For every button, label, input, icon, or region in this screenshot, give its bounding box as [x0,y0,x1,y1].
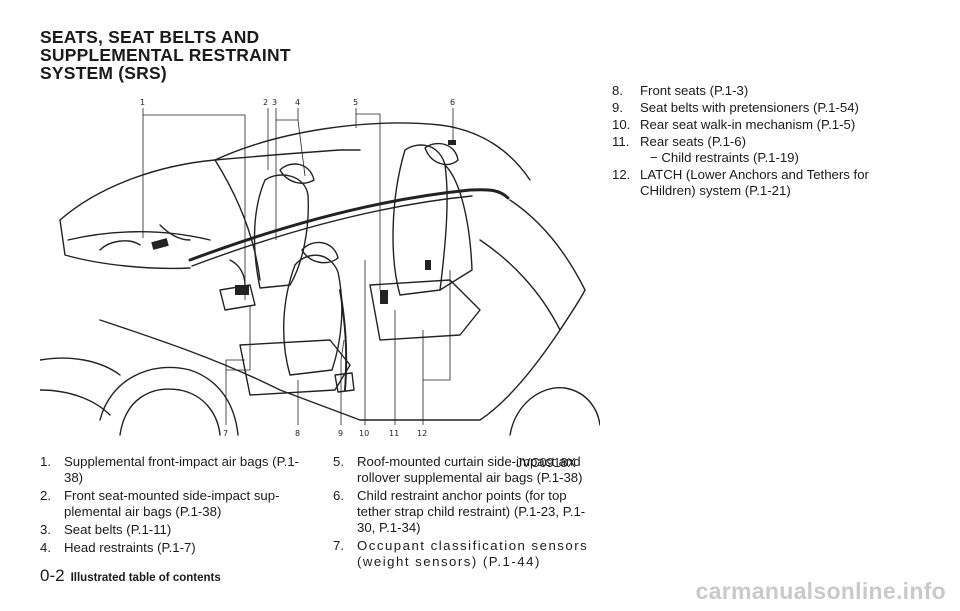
item-number: 12. [612,167,631,182]
callout-10: 10 [359,429,369,438]
section-heading: SEATS, SEAT BELTS AND SUPPLEMENTAL RESTR… [40,28,291,82]
item-text: Rear seats (P.1-6) [640,134,747,149]
list-item: 4. Head restraints (P.1-7) [40,540,302,556]
item-text: Roof-mounted curtain side-impact and rol… [357,454,583,485]
item-number: 7. [333,538,344,553]
item-number: 9. [612,100,623,115]
vehicle-interior-illustration: 1 2 3 4 5 6 7 8 9 10 11 12 [40,90,600,442]
item-number: 11. [612,134,630,149]
rear-wheel-arch [509,387,600,436]
items-list-col1: 1. Supplemental front-impact air bags (P.… [40,454,302,558]
list-item: 6. Child restraint anchor points (for top… [333,488,603,536]
list-item: 5. Roof-mounted curtain side-impact and r… [333,454,603,486]
roof-rail [188,188,510,262]
item-subtext: − Child restraints (P.1-19) [650,150,799,165]
roof-line [214,122,531,181]
callout-6: 6 [450,98,455,107]
callout-11: 11 [389,429,399,438]
items-list-col3: 8. Front seats (P.1-3) 9. Seat belts with … [612,83,912,200]
callout-5: 5 [353,98,358,107]
item-number: 3. [40,522,51,537]
callout-4: 4 [295,98,300,107]
heading-line-1: SEATS, SEAT BELTS AND [40,27,260,47]
item-number: 5. [333,454,344,469]
item-number: 8. [612,83,623,98]
rear-seat-outline [392,144,448,296]
callout-8: 8 [295,429,300,438]
list-item: 10. Rear seat walk-in mechanism (P.1-5) [612,117,912,133]
front-wheel-arch [99,366,239,436]
item-text: Rear seat walk-in mechanism (P.1-5) [640,117,856,132]
heading-line-2: SUPPLEMENTAL RESTRAINT [40,45,291,65]
heading-line-3: SYSTEM (SRS) [40,63,167,83]
page-footer: 0-2 Illustrated table of contents [40,566,221,586]
list-item: 12. LATCH (Lower Anchors and Tethers for … [612,167,912,199]
item-number: 10. [612,117,631,132]
item-text: Seat belts with pretensioners (P.1-54) [640,100,859,115]
callout-7: 7 [223,429,228,438]
list-item: 2. Front seat-mounted side-impact sup-ple… [40,488,302,520]
dashboard-outline [59,149,361,221]
page-number: 0-2 [40,566,65,585]
car-cutaway-drawing: 1 2 3 4 5 6 7 8 9 10 11 12 [40,98,600,438]
watermark: carmanualsonline.info [695,578,946,604]
item-text: LATCH (Lower Anchors and Tethers for CHi… [640,167,869,198]
item-number: 2. [40,488,51,503]
callout-12: 12 [417,429,427,438]
callout-1: 1 [140,98,145,107]
list-item: 8. Front seats (P.1-3) [612,83,912,99]
item-text: Supplemental front-impact air bags (P.1-… [64,454,300,485]
items-list-col2: 5. Roof-mounted curtain side-impact and r… [333,454,603,572]
item-text: Seat belts (P.1-11) [64,522,172,537]
item-text: Child restraint anchor points (for top t… [357,488,586,535]
list-item: 7. Occupant classification sensors (weigh… [333,538,603,570]
callout-2: 2 [263,98,268,107]
item-text: Front seat-mounted side-impact sup-pleme… [64,488,280,519]
callout-9: 9 [338,429,343,438]
front-seat-outline [283,254,343,376]
item-text: Front seats (P.1-3) [640,83,749,98]
footer-title: Illustrated table of contents [70,572,221,584]
list-item: 9. Seat belts with pretensioners (P.1-54) [612,100,912,116]
list-item: 1. Supplemental front-impact air bags (P.… [40,454,302,486]
item-text: Head restraints (P.1-7) [64,540,196,555]
body-lower [99,289,586,421]
item-number: 6. [333,488,344,503]
list-item: 11. Rear seats (P.1-6)− Child restraints … [612,134,912,166]
item-number: 4. [40,540,51,555]
item-number: 1. [40,454,51,469]
callout-3: 3 [272,98,277,107]
figure-code: JVC0918X [516,456,576,470]
item-text: Occupant classification sensors (weight … [357,538,589,569]
list-item: 3. Seat belts (P.1-11) [40,522,302,538]
